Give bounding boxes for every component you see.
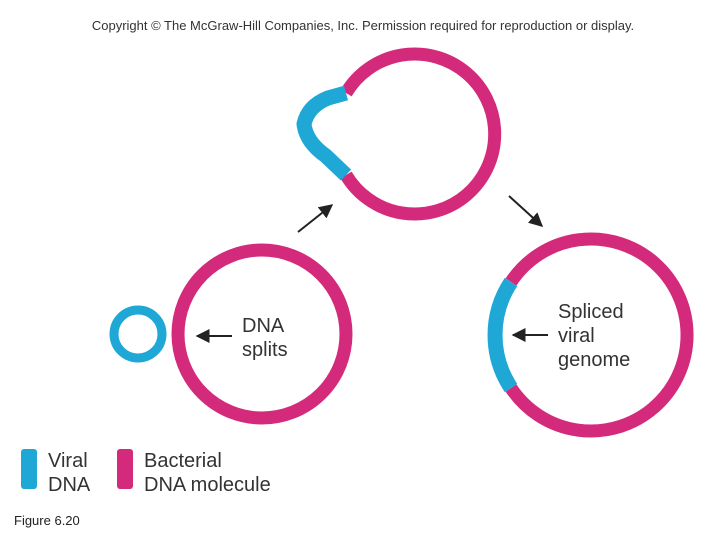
arrow-to-insertion (297, 204, 334, 233)
bacterial-dna-ring (171, 243, 353, 425)
bacterial-dna-integrated-ring (505, 232, 694, 438)
legend-viral-line-1: Viral (48, 450, 88, 472)
label-spliced-viral-genome: Spliced viral genome (558, 300, 630, 372)
viral-dna-insert-segment (296, 85, 352, 181)
figure-label: Figure 6.20 (14, 513, 80, 528)
legend-viral-dna: Viral DNA (48, 449, 90, 497)
legend-viral-line-2: DNA (48, 474, 91, 496)
legend-viral-swatch (21, 449, 37, 489)
label-dna-splits-line-1: DNA (242, 315, 285, 337)
label-spliced-line-3: genome (558, 349, 631, 371)
copyright-notice: Copyright © The McGraw-Hill Companies, I… (91, 18, 635, 33)
arrow-to-integration (508, 195, 544, 227)
label-dna-splits-line-2: splits (242, 339, 288, 361)
legend-bacterial-dna: Bacterial DNA molecule (144, 449, 271, 497)
label-spliced-line-1: Spliced (558, 301, 624, 323)
bacterial-dna-open-ring (340, 47, 502, 221)
legend-bacterial-line-1: Bacterial (144, 450, 222, 472)
legend-bacterial-swatch (117, 449, 133, 489)
label-dna-splits: DNA splits (242, 314, 288, 362)
label-spliced-line-2: viral (558, 325, 595, 347)
viral-dna-ring (109, 305, 167, 363)
spliced-viral-genome-segment (487, 277, 518, 393)
legend-bacterial-line-2: DNA molecule (144, 474, 271, 496)
